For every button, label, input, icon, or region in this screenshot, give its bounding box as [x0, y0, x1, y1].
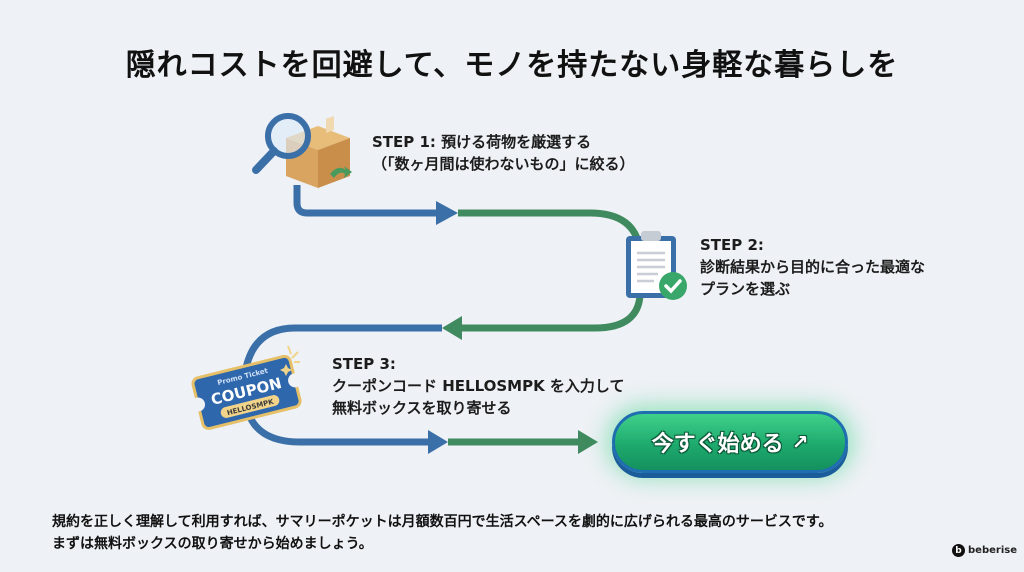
footer-line-2: まずは無料ボックスの取り寄せから始めましょう。 — [52, 536, 373, 552]
brand-logo: b beberise — [952, 544, 1017, 557]
connector-step2-blue — [242, 324, 442, 369]
brand-logo-icon: b — [952, 544, 965, 557]
arrow-up-right-icon: ↗ — [791, 430, 809, 454]
arrowhead-step3-a — [428, 430, 448, 454]
step-1-detail: （「数ヶ月間は使わないもの」に絞る） — [372, 155, 635, 173]
step-1: STEP 1: 預ける荷物を厳選する （「数ヶ月間は使わないもの」に絞る） — [372, 131, 635, 175]
footer-line-1: 規約を正しく理解して利用すれば、サマリーポケットは月額数百円で生活スペースを劇的… — [52, 514, 833, 530]
connector-step1-green — [458, 209, 644, 251]
step-3-detail-line1: クーポンコード HELLOSMPK を入力して — [332, 377, 625, 395]
coupon-shape: Promo Ticket COUPON HELLOSMPK — [191, 345, 303, 430]
step-2-detail-line2: プランを選ぶ — [700, 280, 791, 298]
clipboard-check-icon — [626, 231, 687, 300]
coupon-ticket-icon: Promo Ticket COUPON HELLOSMPK — [188, 340, 308, 430]
footer-text: 規約を正しく理解して利用すれば、サマリーポケットは月額数百円で生活スペースを劇的… — [52, 511, 833, 555]
page-title: 隠れコストを回避して、モノを持たない身軽な暮らしを — [125, 48, 899, 83]
arrowhead-step3-b — [578, 430, 598, 454]
arrowhead-step1 — [436, 201, 458, 225]
connector-step1-blue — [293, 185, 440, 217]
step-2-detail-line1: 診断結果から目的に合った最適な — [700, 258, 926, 276]
step-2: STEP 2: 診断結果から目的に合った最適な プランを選ぶ — [700, 234, 925, 300]
step-3-detail-line2: 無料ボックスを取り寄せる — [332, 399, 512, 417]
brand-name: beberise — [968, 545, 1017, 556]
connector-step2-green — [460, 294, 644, 332]
start-now-button[interactable]: 今すぐ始める ↗ — [612, 411, 848, 473]
step-3: STEP 3: クーポンコード HELLOSMPK を入力して 無料ボックスを取… — [332, 353, 624, 419]
start-now-label: 今すぐ始める — [651, 432, 784, 457]
step-1-label: STEP 1: 預ける荷物を厳選する — [372, 133, 592, 151]
box-magnifier-icon — [252, 113, 352, 188]
arrowhead-step2 — [442, 316, 462, 340]
step-2-label: STEP 2: — [700, 236, 764, 254]
step-3-label: STEP 3: — [332, 355, 396, 373]
